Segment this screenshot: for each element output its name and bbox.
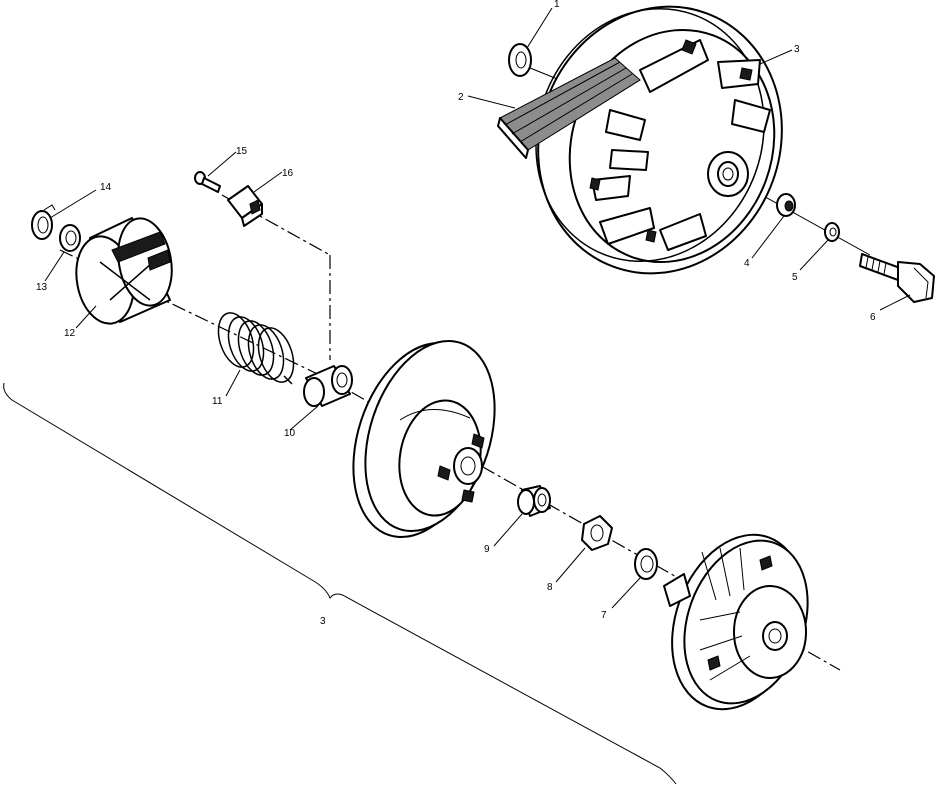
callout-1: 1 (554, 0, 560, 10)
callout-7: 7 (601, 610, 607, 621)
callout-2: 2 (458, 92, 464, 103)
callout-16: 16 (282, 168, 294, 179)
screw-15 (194, 171, 221, 193)
washer-1 (508, 43, 532, 77)
moveable-sheave (352, 339, 496, 539)
callout-labels: 1 2 3 4 5 6 7 8 9 10 11 12 13 14 15 16 3 (36, 0, 876, 627)
drive-sheave (535, 5, 783, 275)
lockwasher-5 (824, 222, 840, 242)
callout-4: 4 (744, 258, 750, 269)
nut-8 (581, 515, 613, 551)
callout-13: 13 (36, 282, 48, 293)
callout-5: 5 (792, 272, 798, 283)
callout-3: 3 (794, 44, 800, 55)
snap-ring-14 (31, 204, 56, 240)
wear-pad (497, 57, 641, 159)
callout-15: 15 (236, 146, 248, 157)
fixed-sheave (663, 533, 809, 711)
cam-helix-12 (75, 217, 173, 325)
washer-13 (59, 224, 81, 252)
spring-11 (217, 312, 295, 385)
bolt-6 (859, 253, 935, 303)
bushing-9 (517, 485, 551, 517)
callout-11: 11 (212, 396, 223, 407)
callout-6: 6 (870, 312, 876, 323)
button-16 (227, 185, 263, 227)
callout-14: 14 (100, 182, 112, 193)
washer-4 (776, 193, 796, 217)
bushing-10 (303, 365, 353, 407)
leader-lines (44, 7, 911, 609)
callout-12: 12 (64, 328, 76, 339)
callout-3-assembly: 3 (320, 616, 326, 627)
callout-9: 9 (484, 544, 490, 555)
callout-8: 8 (547, 582, 553, 593)
callout-10: 10 (284, 428, 296, 439)
washer-7 (634, 548, 658, 580)
assembly-bracket (3, 382, 677, 785)
